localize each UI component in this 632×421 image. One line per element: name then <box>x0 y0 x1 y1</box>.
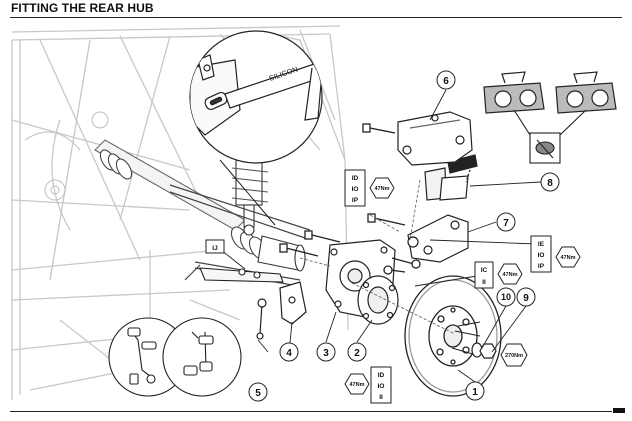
callout-3: 3 <box>316 342 336 362</box>
toe-link-inset-left <box>108 317 188 397</box>
code-middle-1: IC <box>481 267 488 274</box>
wheel-studs <box>451 321 481 356</box>
torque-badge-caliper: 47Nm <box>369 177 395 199</box>
page-marker <box>613 408 625 413</box>
code-box-lower: ID IO II <box>370 366 392 404</box>
brake-pads <box>424 154 478 201</box>
wheel-hub <box>357 275 399 325</box>
torque-hub-right-value: 47Nm <box>561 255 576 261</box>
fixing-bolts <box>279 123 471 275</box>
code-upper-2: IO <box>352 186 359 193</box>
callout-4: 4 <box>279 342 299 362</box>
code-lower-2: IO <box>378 383 385 390</box>
callout-2: 2 <box>347 342 367 362</box>
grease-inset <box>513 109 587 164</box>
callout-7-number: 7 <box>503 218 509 229</box>
code-box-upper: ID IO IP <box>344 169 366 207</box>
torque-bracket-right-value: 47Nm <box>503 272 518 278</box>
code-lower-3: II <box>379 394 383 401</box>
code-box-middle: IC II <box>474 261 494 289</box>
code-box-left: IJ <box>205 239 225 254</box>
chassis-frame <box>11 25 349 400</box>
code-upper-1: ID <box>352 175 359 182</box>
callout-8-number: 8 <box>547 178 553 189</box>
code-right-1: IE <box>538 241 545 248</box>
callout-6: 6 <box>436 70 456 90</box>
callout-leaders <box>220 89 542 383</box>
callout-7: 7 <box>496 212 516 232</box>
code-lower-1: ID <box>378 372 385 379</box>
pad-inset-right <box>555 71 617 114</box>
torque-badge-hub-right: 47Nm <box>555 246 581 268</box>
assembly-guide-lines <box>299 179 456 335</box>
callout-5: 5 <box>248 382 268 402</box>
callout-5-number: 5 <box>255 388 261 399</box>
torque-badge-lower-left: 47Nm <box>344 373 370 395</box>
coilover-damper <box>231 159 269 236</box>
torque-badge-hub-nut: 270Nm <box>500 343 528 367</box>
top-rule <box>10 17 622 18</box>
callout-3-number: 3 <box>323 348 329 359</box>
lower-mount <box>199 267 284 283</box>
callout-6-number: 6 <box>443 76 449 87</box>
callout-1-number: 1 <box>472 387 478 398</box>
callout-1: 1 <box>465 381 485 401</box>
torque-hub-nut-value: 270Nm <box>505 353 523 359</box>
callout-8: 8 <box>540 172 560 192</box>
torque-caliper-value: 47Nm <box>375 186 390 192</box>
page-title: FITTING THE REAR HUB <box>11 1 154 15</box>
code-middle-2: II <box>482 279 486 286</box>
torque-lower-left-value: 47Nm <box>350 382 365 388</box>
brake-disc <box>404 275 502 397</box>
toe-link-inset-right <box>162 317 242 397</box>
caliper-bracket <box>407 214 469 263</box>
toe-link <box>256 298 267 340</box>
callout-10: 10 <box>496 287 516 307</box>
code-box-right: IE IO IP <box>530 235 552 273</box>
callout-9-number: 9 <box>523 293 529 304</box>
bottom-rule <box>10 411 612 412</box>
silicone-callout: SILICON <box>189 30 323 226</box>
callout-2-number: 2 <box>354 348 360 359</box>
pad-inset-left <box>483 71 545 114</box>
code-left-1: IJ <box>212 245 218 252</box>
callout-4-number: 4 <box>286 348 292 359</box>
hub-nut-and-washer <box>471 342 497 359</box>
callout-9: 9 <box>516 287 536 307</box>
code-right-3: IP <box>538 263 545 270</box>
brake-caliper <box>397 111 473 166</box>
torque-badge-bracket-right: 47Nm <box>497 263 523 285</box>
callout-10-number: 10 <box>501 292 511 302</box>
code-upper-3: IP <box>352 197 359 204</box>
toe-link-bracket <box>279 281 307 325</box>
code-right-2: IO <box>538 252 545 259</box>
